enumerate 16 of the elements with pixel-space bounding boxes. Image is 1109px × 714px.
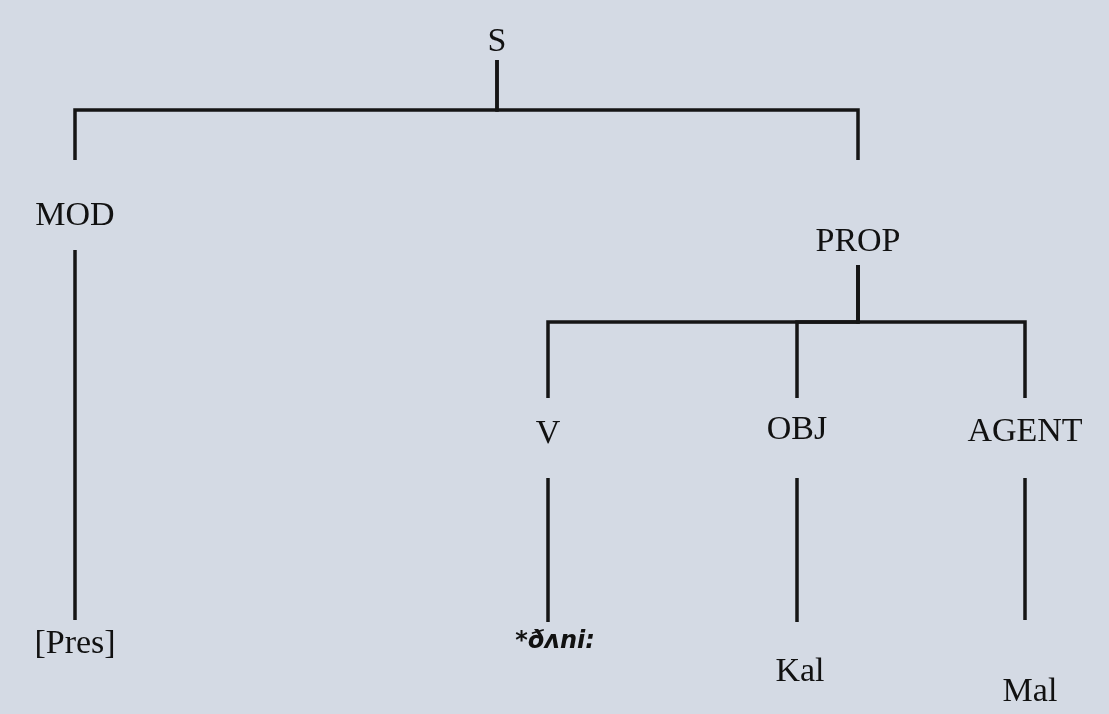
tree-label: V xyxy=(535,413,561,451)
tree-branch xyxy=(546,478,550,622)
tree-label: OBJ xyxy=(766,409,828,447)
tree-branch xyxy=(73,250,77,620)
tree-label: S xyxy=(487,21,507,59)
tree-branch xyxy=(495,60,860,160)
tree-label: Mal xyxy=(1002,671,1058,709)
tree-label: Kal xyxy=(775,651,825,689)
tree-label: MOD xyxy=(35,195,115,233)
tree-label: PROP xyxy=(815,221,901,259)
tree-branch xyxy=(856,265,1027,398)
handwritten-word: *ðʌni: xyxy=(515,626,595,654)
tree-label: AGENT xyxy=(967,411,1083,449)
tree-branch xyxy=(1023,478,1027,620)
tree-label: [Pres] xyxy=(34,623,116,661)
tree-branch xyxy=(795,478,799,622)
